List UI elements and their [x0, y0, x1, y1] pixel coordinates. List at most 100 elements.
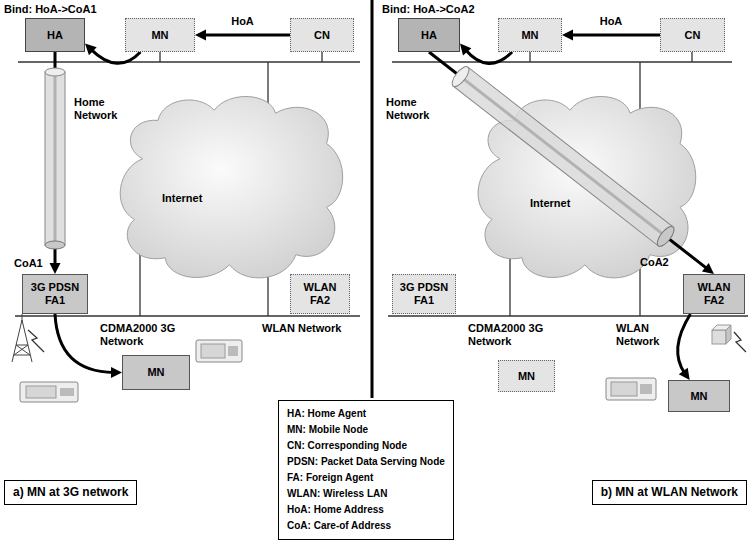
legend-entry: FA: Foreign Agent [287, 470, 445, 486]
legend-text: PDSN: Packet Data Serving Node [287, 456, 445, 467]
tunnel-end [45, 68, 65, 76]
legend-entry: MN: Mobile Node [287, 422, 445, 438]
connector-line [203, 34, 290, 37]
box-label: CN [314, 29, 330, 42]
box-label: WLAN FA2 [688, 281, 740, 306]
edge-label: HoA [600, 15, 623, 28]
legend-box: HA: Home AgentMN: Mobile NodeCN: Corresp… [278, 400, 454, 540]
legend-text: MN: Mobile Node [287, 424, 368, 435]
annotation-label: Home Network [74, 96, 136, 122]
internet-cloud: Internet [112, 88, 347, 285]
card-detail [201, 344, 225, 358]
box-label: MN [521, 29, 538, 42]
tower-bar [14, 355, 30, 356]
card-detail [228, 346, 238, 356]
ip-tunnel [45, 68, 65, 249]
home-lan-line [18, 61, 360, 62]
box-label: CN [685, 29, 701, 42]
cube-front [712, 330, 726, 344]
cloud-shape [112, 88, 347, 285]
box-label: MN [151, 29, 168, 42]
annotation-label: CDMA2000 3G Network [100, 322, 182, 348]
box-label: 3G PDSN FA1 [397, 281, 451, 306]
tunnel-end [45, 241, 65, 249]
card-detail [60, 388, 74, 396]
legend-text: WLAN: Wireless LAN [287, 488, 387, 499]
antenna-tower [12, 314, 32, 362]
legend-entry: CN: Corresponding Node [287, 438, 445, 454]
drop-wire [159, 52, 160, 62]
access-lan-line [388, 315, 748, 316]
box-label: MN [518, 370, 535, 383]
access-point-icon [712, 325, 731, 344]
box-label: HA [421, 29, 437, 42]
tower-bar [16, 345, 28, 346]
cloud-label: Internet [530, 197, 570, 209]
connector [678, 314, 691, 380]
laptop-card-icon [196, 340, 242, 362]
annotation-label: WLAN Network [616, 322, 668, 348]
mobile-node-box: MN [498, 18, 562, 52]
cube-side [726, 325, 731, 344]
drop-wire [321, 52, 322, 62]
annotation-label: Home Network [386, 96, 448, 122]
annotation-label: WLAN Network [262, 322, 362, 335]
home-agent-box: HA [25, 18, 85, 52]
arrowhead [111, 367, 122, 378]
caption-box: b) MN at WLAN Network [592, 480, 747, 505]
foreign-agent-box: WLAN FA2 [683, 274, 745, 314]
legend-entry: PDSN: Packet Data Serving Node [287, 454, 445, 470]
tower-mast [22, 314, 23, 322]
foreign-agent-box: 3G PDSN FA1 [22, 274, 88, 314]
arrowhead [562, 30, 573, 41]
arrowhead [679, 368, 690, 380]
card-body [196, 340, 242, 362]
annotation-label: CDMA2000 3G Network [468, 322, 550, 348]
tower-brace [14, 345, 28, 355]
card-body [20, 382, 78, 402]
legend-text: CN: Corresponding Node [287, 440, 407, 451]
laptop-card-icon [606, 378, 656, 400]
arrowhead [195, 30, 206, 41]
connector [195, 30, 290, 41]
cloud-outline [120, 97, 342, 278]
corresponding-node-box: CN [660, 18, 725, 52]
arrowhead [702, 263, 714, 274]
access-lan-line [15, 315, 360, 316]
cloud-label: Internet [162, 192, 202, 204]
connector-line [678, 314, 691, 374]
mobile-node-box: MN [498, 360, 555, 392]
arrowhead [460, 44, 471, 56]
legend-text: HA: Home Agent [287, 408, 366, 419]
arrowhead [50, 263, 61, 274]
tunnel-pipe [45, 72, 65, 245]
mobile-node-box: MN [122, 355, 190, 390]
card-detail [611, 382, 637, 396]
mobile-node-box: MN [668, 380, 730, 412]
legend-entry: HA: Home Agent [287, 406, 445, 422]
box-label: b) MN at WLAN Network [601, 486, 738, 500]
corresponding-node-box: CN [290, 18, 354, 52]
arrowhead [85, 44, 97, 56]
legend-text: HoA: Home Address [287, 504, 384, 515]
tower-leg [12, 320, 22, 362]
panel-divider [371, 0, 374, 398]
box-label: HA [47, 29, 63, 42]
tower-leg [22, 320, 32, 362]
connector [429, 52, 714, 274]
legend-entry: HoA: Home Address [287, 502, 445, 518]
legend-text: FA: Foreign Agent [287, 472, 373, 483]
annotation-label: Bind: HoA->CoA1 [4, 3, 97, 16]
mobile-node-box: MN [125, 18, 195, 52]
box-label: MN [690, 390, 707, 403]
box-label: WLAN FA2 [295, 281, 345, 306]
tunnel-pipe [453, 67, 673, 246]
legend-entry: WLAN: Wireless LAN [287, 486, 445, 502]
edge-label: HoA [231, 15, 254, 28]
card-detail [26, 386, 56, 398]
radio-signal [734, 332, 746, 352]
tunnel-end [654, 224, 677, 249]
box-label: 3G PDSN FA1 [27, 281, 83, 306]
